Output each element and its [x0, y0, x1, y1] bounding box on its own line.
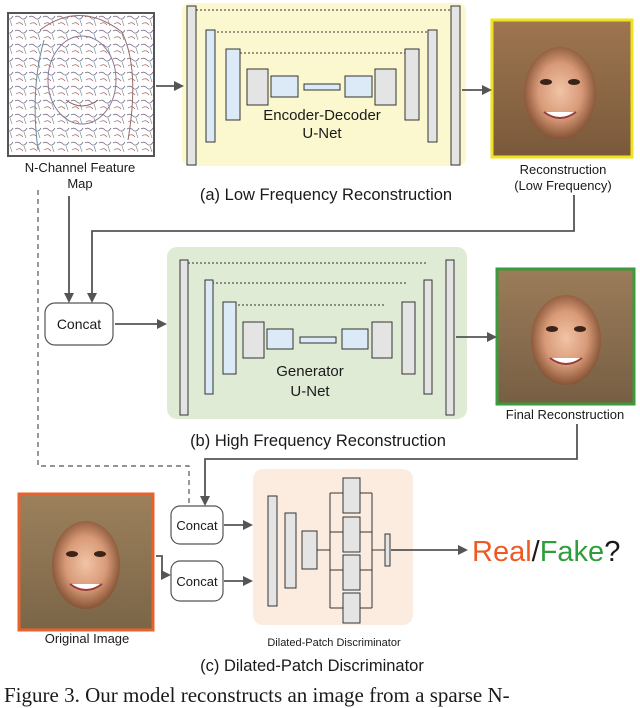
- feature-map-label-line1: N-Channel Feature: [25, 160, 136, 175]
- arrow-original-to-concat: [156, 555, 171, 580]
- disc-inner-label: Dilated-Patch Discriminator: [267, 637, 401, 649]
- feature-map-label-line2: Map: [67, 176, 92, 191]
- concat-box-disc-bottom: [170, 560, 224, 602]
- figure-caption: Figure 3. Our model reconstructs an imag…: [4, 683, 510, 707]
- low-freq-net-label-line1: Encoder-Decoder: [263, 107, 381, 124]
- disc-section-title: (c) Dilated-Patch Discriminator: [200, 657, 424, 675]
- real-label: Real: [472, 536, 532, 568]
- low-freq-net-label-line2: U-Net: [302, 125, 342, 142]
- concat-main-label: Concat: [57, 316, 101, 332]
- recon-low-label-line1: Reconstruction: [520, 162, 607, 177]
- low-freq-section-title: (a) Low Frequency Reconstruction: [200, 186, 452, 204]
- arrow-final-to-concat: [200, 424, 578, 506]
- final-recon-image: [495, 267, 636, 406]
- dashed-feature-to-concat: [37, 190, 190, 506]
- separator-label: /: [532, 536, 541, 568]
- concat-disc-top-label: Concat: [176, 518, 218, 533]
- low-freq-unet: [186, 5, 461, 166]
- original-image: [17, 492, 155, 632]
- concat-box-disc-top: [170, 505, 224, 545]
- high-freq-panel: [167, 247, 467, 419]
- high-freq-net-label-line2: U-Net: [290, 383, 330, 400]
- recon-low-label-line2: (Low Frequency): [514, 178, 612, 193]
- recon-low-image: [490, 18, 634, 159]
- concat-box-main: [44, 302, 114, 346]
- fake-label: Fake: [540, 536, 604, 568]
- feature-map-image: [7, 12, 155, 157]
- high-freq-section-title: (b) High Frequency Reconstruction: [190, 432, 446, 450]
- original-image-label: Original Image: [45, 631, 130, 646]
- question-label: ?: [604, 536, 620, 568]
- concat-disc-bottom-label: Concat: [176, 574, 218, 589]
- connectors: [37, 81, 578, 586]
- discriminator-network: [267, 477, 391, 624]
- real-fake-output: Real/Fake?: [472, 536, 620, 568]
- high-freq-unet: [179, 259, 455, 416]
- high-freq-net-label-line1: Generator: [276, 363, 344, 380]
- final-recon-label: Final Reconstruction: [506, 407, 625, 422]
- arrow-recon-to-concat: [87, 195, 575, 303]
